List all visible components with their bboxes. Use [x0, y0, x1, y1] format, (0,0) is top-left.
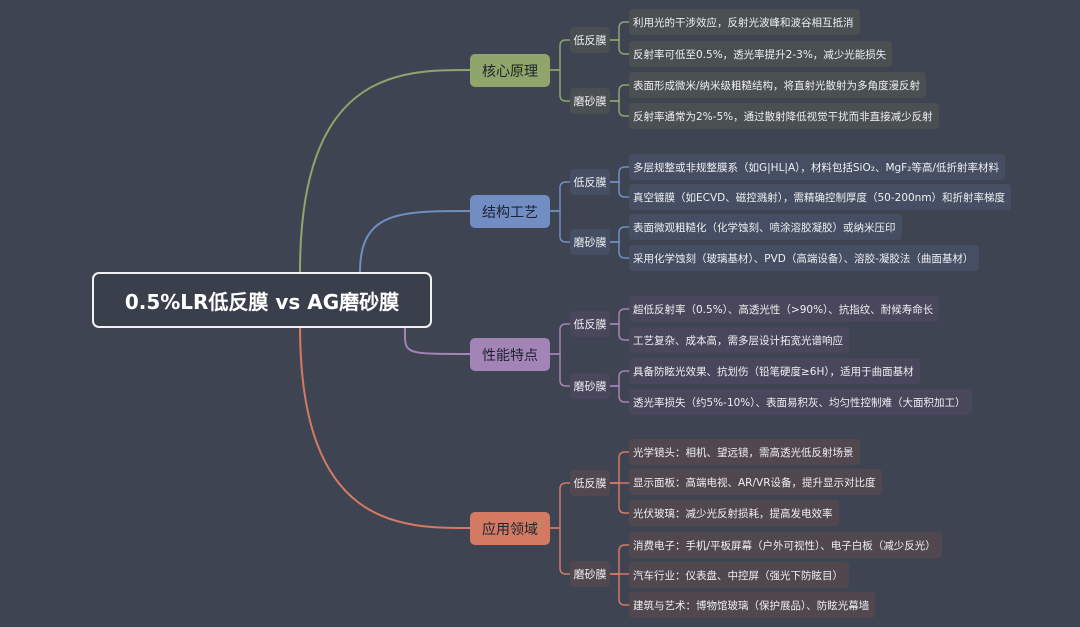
root-node[interactable]: 0.5%LR低反膜 vs AG磨砂膜: [92, 272, 432, 328]
leaf-node[interactable]: 反射率通常为2%-5%，通过散射降低视觉干扰而非直接减少反射: [629, 103, 939, 129]
leaf-node[interactable]: 具备防眩光效果、抗划伤（铅笔硬度≥6H），适用于曲面基材: [629, 358, 920, 384]
leaf-node[interactable]: 采用化学蚀刻（玻璃基材）、PVD（高端设备）、溶胶-凝胶法（曲面基材）: [629, 245, 980, 271]
leaf-node[interactable]: 利用光的干涉效应，反射光波峰和波谷相互抵消: [629, 9, 860, 35]
branch-node[interactable]: 核心原理: [470, 54, 550, 87]
leaf-node[interactable]: 反射率可低至0.5%，透光率提升2-3%，减少光能损失: [629, 41, 893, 67]
branch-node[interactable]: 应用领域: [470, 512, 550, 545]
branch-link: [299, 69, 471, 273]
branch-link: [299, 325, 471, 529]
sub-node[interactable]: 磨砂膜: [570, 373, 610, 399]
leaf-node[interactable]: 透光率损失（约5%-10%）、表面易积灰、均匀性控制难（大面积加工）: [629, 389, 972, 415]
leaf-node[interactable]: 汽车行业：仪表盘、中控屏（强光下防眩目）: [629, 562, 849, 588]
sub-node[interactable]: 低反膜: [570, 470, 610, 496]
sub-node[interactable]: 低反膜: [570, 311, 610, 337]
sub-node[interactable]: 低反膜: [570, 27, 610, 53]
leaf-node[interactable]: 消费电子：手机/平板屏幕（户外可视性）、电子白板（减少反光）: [629, 532, 942, 558]
branch-link: [403, 325, 471, 355]
leaf-node[interactable]: 表面微观粗糙化（化学蚀刻、喷涂溶胶凝胶）或纳米压印: [629, 214, 902, 240]
leaf-node[interactable]: 光伏玻璃：减少光反射损耗，提高发电效率: [629, 500, 839, 526]
leaf-node[interactable]: 光学镜头：相机、望远镜，需高透光低反射场景: [629, 439, 860, 465]
leaf-node[interactable]: 工艺复杂、成本高，需多层设计拓宽光谱响应: [629, 327, 849, 353]
branch-node[interactable]: 结构工艺: [470, 195, 550, 228]
sub-node[interactable]: 磨砂膜: [570, 229, 610, 255]
branch-link: [359, 210, 471, 273]
leaf-node[interactable]: 多层规整或非规整膜系（如G|HL|A），材料包括SiO₂、MgF₂等高/低折射率…: [629, 154, 1005, 180]
sub-node[interactable]: 低反膜: [570, 169, 610, 195]
leaf-node[interactable]: 显示面板：高端电视、AR/VR设备，提升显示对比度: [629, 469, 882, 495]
leaf-node[interactable]: 建筑与艺术：博物馆玻璃（保护展品）、防眩光幕墙: [629, 592, 876, 618]
leaf-node[interactable]: 超低反射率（0.5%）、高透光性（>90%）、抗指纹、耐候寿命长: [629, 296, 940, 322]
sub-node[interactable]: 磨砂膜: [570, 561, 610, 587]
leaf-node[interactable]: 表面形成微米/纳米级粗糙结构，将直射光散射为多角度漫反射: [629, 72, 927, 98]
leaf-node[interactable]: 真空镀膜（如ECVD、磁控溅射），需精确控制厚度（50-200nm）和折射率梯度: [629, 184, 1012, 210]
branch-node[interactable]: 性能特点: [470, 338, 550, 371]
sub-node[interactable]: 磨砂膜: [570, 88, 610, 114]
